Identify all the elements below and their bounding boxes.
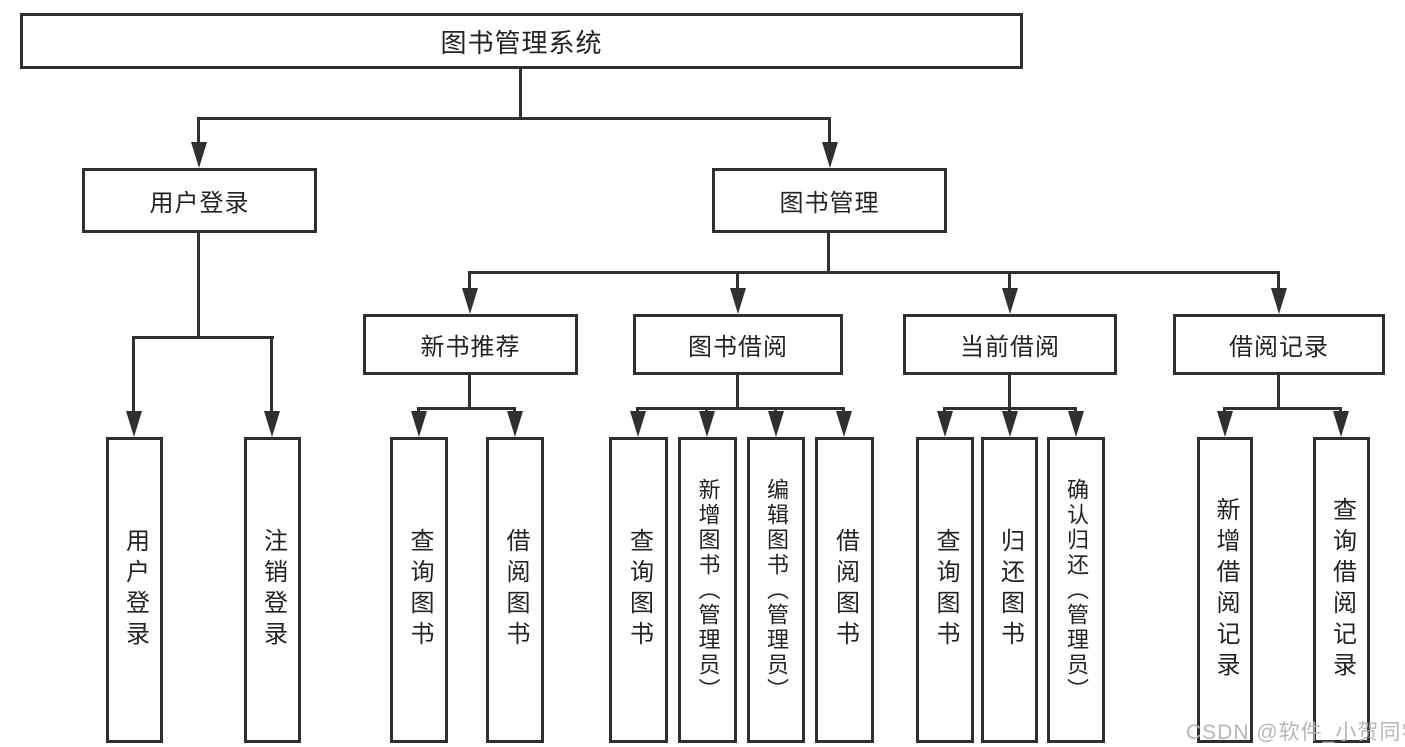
connector-line xyxy=(197,117,200,151)
leaf-query-books-borrow: 查询图书 xyxy=(609,437,668,743)
arrow-down-icon xyxy=(630,411,646,437)
node-label: 借阅图书 xyxy=(831,528,859,652)
arrow-down-icon xyxy=(937,411,953,437)
leaf-query-borrow-record: 查询借阅记录 xyxy=(1313,437,1370,743)
leaf-borrow-books-recommend: 借阅图书 xyxy=(486,437,544,743)
node-label: 用户登录 xyxy=(121,528,149,652)
leaf-edit-books-admin: 编辑图书（管理员） xyxy=(747,437,805,743)
connector-line xyxy=(519,69,522,119)
connector-line xyxy=(945,407,1077,410)
leaf-query-books-current: 查询图书 xyxy=(916,437,974,743)
node-current-borrowing: 当前借阅 xyxy=(903,314,1117,375)
connector-line xyxy=(270,336,273,418)
node-borrowing-records: 借阅记录 xyxy=(1173,314,1385,375)
csdn-watermark: CSDN @软件_小贺同学 xyxy=(1186,721,1405,744)
connector-line xyxy=(1277,375,1280,409)
arrow-down-icon xyxy=(822,142,838,168)
node-label: 确认归还（管理员） xyxy=(1064,477,1089,703)
arrow-down-icon xyxy=(1068,411,1084,437)
leaf-user-login: 用户登录 xyxy=(106,437,163,743)
node-new-book-recommend: 新书推荐 xyxy=(363,314,578,375)
connector-line xyxy=(638,407,845,410)
arrow-down-icon xyxy=(411,411,427,437)
arrow-down-icon xyxy=(1002,411,1018,437)
arrow-down-icon xyxy=(507,411,523,437)
node-label: 新书推荐 xyxy=(420,334,521,361)
connector-line xyxy=(736,375,739,409)
node-label: 当前借阅 xyxy=(960,334,1060,361)
node-label: 新增图书（管理员） xyxy=(695,477,721,703)
node-book-management: 图书管理 xyxy=(712,168,947,233)
connector-line xyxy=(198,117,831,120)
leaf-logout: 注销登录 xyxy=(244,437,301,743)
node-label: 编辑图书（管理员） xyxy=(764,477,789,703)
arrow-down-icon xyxy=(462,288,478,314)
node-label: 图书管理系统 xyxy=(440,27,603,58)
node-label: 借阅图书 xyxy=(502,528,529,652)
arrow-down-icon xyxy=(1002,288,1018,314)
arrow-down-icon xyxy=(1333,411,1349,437)
node-label: 新增借阅记录 xyxy=(1212,497,1239,683)
node-user-login: 用户登录 xyxy=(82,168,317,233)
connector-line xyxy=(1277,271,1280,293)
node-label: 图书借阅 xyxy=(688,334,788,361)
leaf-add-borrow-record: 新增借阅记录 xyxy=(1197,437,1253,743)
connector-line xyxy=(736,271,739,293)
connector-line xyxy=(134,336,274,339)
node-label: 归还图书 xyxy=(996,528,1024,652)
node-label: 注销登录 xyxy=(259,528,287,652)
leaf-return-books: 归还图书 xyxy=(981,437,1038,743)
node-label: 查询借阅记录 xyxy=(1328,497,1356,683)
node-label: 查询图书 xyxy=(932,528,959,652)
arrow-down-icon xyxy=(1217,411,1233,437)
connector-line xyxy=(469,271,1280,274)
node-label: 借阅记录 xyxy=(1229,334,1329,361)
node-library-management-system: 图书管理系统 xyxy=(20,13,1023,69)
arrow-down-icon xyxy=(730,288,746,314)
leaf-borrow-books: 借阅图书 xyxy=(815,437,874,743)
leaf-confirm-return-admin: 确认归还（管理员） xyxy=(1047,437,1105,743)
connector-line xyxy=(828,117,831,151)
arrow-down-icon xyxy=(699,411,715,437)
arrow-down-icon xyxy=(264,411,280,437)
arrow-down-icon xyxy=(836,411,852,437)
arrow-down-icon xyxy=(768,411,784,437)
node-label: 图书管理 xyxy=(779,190,880,217)
node-label: 查询图书 xyxy=(625,528,653,652)
node-label: 用户登录 xyxy=(149,190,250,217)
connector-line xyxy=(1225,407,1342,410)
leaf-query-books-recommend: 查询图书 xyxy=(390,437,448,743)
connector-line xyxy=(197,233,200,339)
arrow-down-icon xyxy=(191,142,207,168)
node-book-borrowing: 图书借阅 xyxy=(633,314,843,375)
arrow-down-icon xyxy=(126,411,142,437)
arrow-down-icon xyxy=(1271,288,1287,314)
connector-line xyxy=(827,233,830,274)
connector-line xyxy=(468,375,471,409)
connector-line xyxy=(468,271,471,293)
node-label: 查询图书 xyxy=(406,528,433,652)
connector-line xyxy=(419,407,516,410)
connector-line xyxy=(1008,271,1011,293)
connector-line xyxy=(132,336,135,418)
leaf-add-books-admin: 新增图书（管理员） xyxy=(678,437,737,743)
connector-line xyxy=(1008,375,1011,409)
